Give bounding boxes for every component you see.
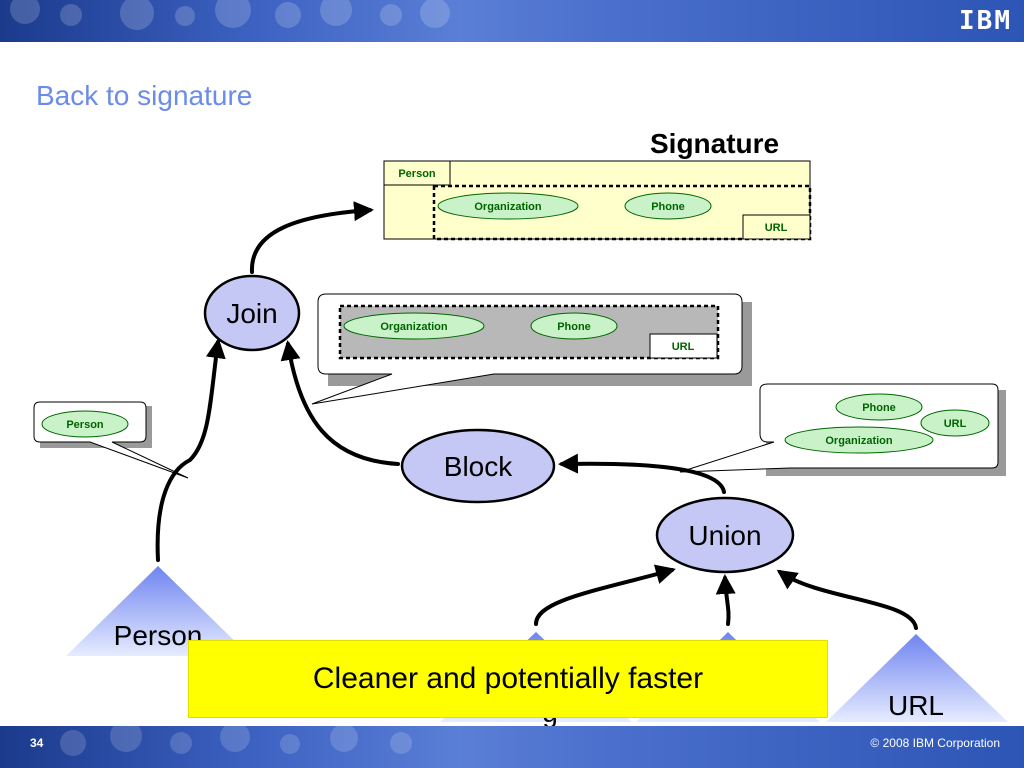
ibm-logo: IBM (959, 6, 1012, 36)
join-bubble-url: URL (672, 341, 695, 353)
block-node: Block (400, 428, 556, 504)
edge-join-to-signature (249, 201, 374, 274)
signature-url-label: URL (765, 222, 788, 234)
person-leaf-label: Person (114, 620, 203, 651)
url-triangle (826, 634, 1008, 722)
callout-box: Cleaner and potentially faster (188, 640, 828, 718)
signature-box: Person Organization Phone URL (383, 160, 812, 241)
edge-url-to-union (776, 569, 918, 630)
header-banner: IBM (0, 0, 1024, 42)
join-bubble-phone: Phone (557, 321, 591, 333)
join-node-label: Join (226, 298, 277, 329)
block-node-label: Block (444, 451, 513, 482)
signature-person-label: Person (398, 168, 436, 180)
slide-title: Back to signature (36, 80, 253, 111)
edge-person-to-join (155, 338, 226, 562)
join-node: Join (203, 274, 301, 352)
signature-phone-ellipse (624, 192, 712, 220)
signature-url-tag (742, 214, 811, 240)
person-triangle (66, 566, 250, 656)
union-node-label: Union (688, 520, 761, 551)
person-bubble: Person (33, 401, 189, 479)
footer-banner (0, 726, 1024, 768)
union-bubble-organization: Organization (825, 435, 893, 447)
page-number: 34 (30, 736, 44, 750)
signature-dotted-group (432, 184, 812, 241)
edge-union-to-block (558, 453, 726, 494)
copyright: © 2008 IBM Corporation (870, 736, 1000, 750)
union-bubble-phone: Phone (862, 402, 896, 414)
union-node: Union (655, 496, 795, 574)
signature-person-tag (383, 160, 451, 186)
edge-organization-to-union (534, 564, 676, 626)
join-bubble-organization: Organization (380, 321, 448, 333)
union-bubble: Phone URL Organization (679, 383, 1006, 476)
person-bubble-label: Person (66, 419, 104, 431)
signature-organization-ellipse (437, 192, 579, 220)
signature-phone-label: Phone (651, 201, 685, 213)
edge-phone-to-union (715, 574, 736, 626)
signature-heading: Signature (650, 128, 780, 159)
union-bubble-url: URL (944, 418, 967, 430)
edge-block-to-join (280, 340, 400, 466)
signature-organization-label: Organization (474, 201, 542, 213)
url-leaf-label: URL (888, 690, 944, 721)
join-bubble: Organization Phone URL (311, 293, 752, 405)
